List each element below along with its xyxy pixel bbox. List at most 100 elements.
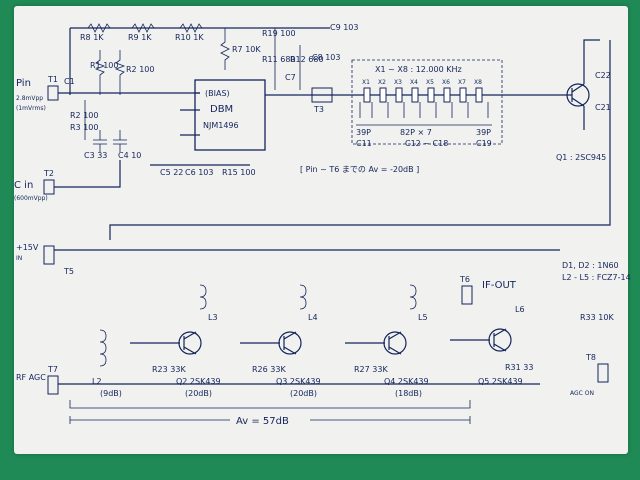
c4-label: C4 10	[118, 151, 141, 160]
r10-label: R10 1K	[175, 33, 204, 42]
r2-label: R2 100	[126, 65, 154, 74]
q5-label: Q5 2SK439	[478, 377, 523, 386]
r8-label: R8 1K	[80, 33, 104, 42]
c1-label: C1	[64, 77, 75, 86]
c9-label: C9 103	[330, 23, 359, 32]
l2-coil	[99, 329, 107, 367]
l6-label: L6	[515, 305, 525, 314]
t6-label: T6	[459, 275, 470, 284]
c22-label: C22	[595, 71, 611, 80]
filter-cap-c11-val: 39P	[356, 128, 371, 137]
c21-label: C21	[595, 103, 611, 112]
crystal-x3: X3	[394, 79, 402, 86]
t1-label: T1	[47, 75, 58, 84]
r10-resistor	[179, 23, 203, 33]
agc-on-label: AGC ON	[570, 390, 594, 397]
crystal-x1: X1	[362, 79, 370, 86]
crystal-x4: X4	[410, 79, 418, 86]
r4-label: R3 100	[70, 123, 98, 132]
if-out-label: IF-OUT	[482, 280, 517, 291]
t2-connector	[43, 179, 55, 195]
filter-cap-c12-val: 82P × 7	[400, 128, 432, 137]
l4-label: L4	[308, 313, 318, 322]
l3-coil	[199, 284, 207, 310]
r9-label: R9 1K	[128, 33, 152, 42]
supply-in-label: IN	[16, 255, 22, 262]
t7-label: T7	[47, 365, 58, 374]
ic-part: NJM1496	[203, 121, 239, 130]
r26-label: R26 33K	[252, 365, 286, 374]
crystal-filter-box	[351, 59, 503, 145]
filter-cap-c19: C19	[476, 139, 492, 148]
l3-label: L3	[208, 313, 218, 322]
t3-label: T3	[313, 105, 324, 114]
t6-connector	[461, 285, 473, 305]
r31-label: R31 33	[505, 363, 533, 372]
gain-stage-2: (20dB)	[185, 389, 212, 398]
q1-collector-wire	[583, 39, 600, 130]
l5-label: L5	[418, 313, 428, 322]
q4-label: Q4 2SK439	[384, 377, 429, 386]
gain-bracket	[69, 400, 471, 409]
r14-label: R15 100	[222, 168, 256, 177]
t7-connector	[47, 375, 59, 395]
pin-spec2: (1mVrms)	[16, 105, 46, 112]
t8-label: T8	[585, 353, 596, 362]
r23-label: R23 33K	[152, 365, 186, 374]
q2-label: Q2 2SK439	[176, 377, 221, 386]
q1-leads	[500, 83, 585, 107]
l2-label: L2	[92, 377, 102, 386]
c3-capacitor	[93, 130, 107, 152]
c7-label: C7	[285, 73, 296, 82]
gain-stage-3: (20dB)	[290, 389, 317, 398]
ic-pins	[180, 92, 200, 136]
crystal-x5: X5	[426, 79, 434, 86]
t1-connector	[47, 85, 59, 101]
dbm-ic	[194, 79, 266, 151]
crystal-x2: X2	[378, 79, 386, 86]
crystal-array	[363, 87, 483, 103]
r12-label: R12 680	[290, 55, 324, 64]
cin-wire	[54, 160, 121, 188]
r7-label: R7 10K	[232, 45, 261, 54]
c8-label: C8 103	[312, 53, 341, 62]
t2-label: T2	[43, 169, 54, 178]
ic-name: DBM	[210, 104, 233, 115]
c5-label: C5 22	[160, 168, 183, 177]
r2-resistor	[114, 50, 126, 95]
r27-label: R27 33K	[354, 365, 388, 374]
link-wire	[109, 40, 611, 240]
r1-resistor	[94, 50, 106, 95]
r11-label: R11 680	[262, 55, 296, 64]
filter-caps	[356, 102, 492, 126]
r7-resistor	[220, 28, 230, 70]
q2-leads	[130, 331, 197, 355]
filter-cap-c11: C11	[356, 139, 372, 148]
c3-label: C3 33	[84, 151, 107, 160]
total-gain-arrow	[69, 416, 471, 424]
cin-spec: (600mVpp)	[14, 195, 48, 202]
l5-coil	[409, 284, 417, 310]
supply-connector	[43, 245, 55, 265]
l4-coil	[299, 284, 307, 310]
q4-leads	[345, 331, 402, 355]
r11-r12-wires	[274, 28, 301, 90]
total-gain: Av = 57dB	[236, 416, 289, 427]
pin-spec: 2.8mVpp	[16, 95, 43, 102]
r3-label: R2 100	[70, 111, 98, 120]
r1-label: R1 100	[90, 61, 118, 70]
ic-bias: (BIAS)	[205, 89, 230, 98]
filter-cap-c12: C12 ~ C18	[405, 139, 448, 148]
r9-resistor	[131, 23, 155, 33]
rf-agc-label: RF AGC	[16, 373, 46, 382]
q3-label: Q3 2SK439	[276, 377, 321, 386]
r8-resistor	[87, 23, 111, 33]
gain-stage-1: (9dB)	[100, 389, 122, 398]
c4-capacitor	[113, 130, 127, 152]
av-note: [ Pin ~ T6 までの Av = -20dB ]	[300, 165, 419, 174]
c6-label: C6 103	[185, 168, 214, 177]
q1-label: Q1 : 2SC945	[556, 153, 606, 162]
t8-connector	[597, 363, 609, 383]
